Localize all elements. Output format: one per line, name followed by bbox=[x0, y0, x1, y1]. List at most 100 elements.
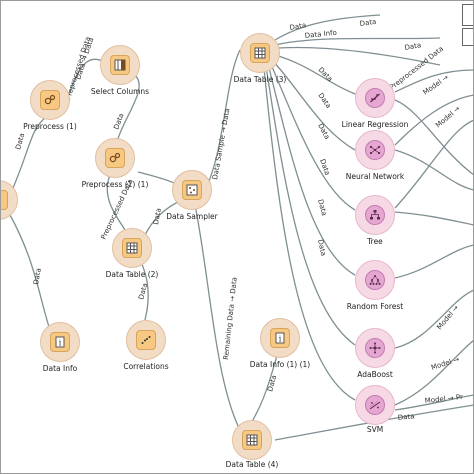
edge-label-model-2: Model → bbox=[434, 105, 462, 130]
node-label: Linear Regression bbox=[341, 120, 409, 129]
link-tree-up[interactable] bbox=[394, 119, 474, 209]
node-label: Preprocess (1) (1) bbox=[81, 180, 149, 189]
edge-label-data-8: Data bbox=[289, 21, 307, 32]
node-data-info-1-1[interactable]: i Data Info (1) (1) bbox=[240, 318, 320, 376]
edge-label-data-info: Data Info bbox=[304, 29, 337, 40]
node-neural-network[interactable]: Neural Network bbox=[335, 130, 415, 188]
adaboost-icon bbox=[365, 338, 385, 358]
node-halo bbox=[126, 320, 166, 360]
link-dt3-linreg[interactable] bbox=[274, 54, 359, 96]
edge-label-remaining: Remaining Data → Data bbox=[222, 277, 239, 361]
link-linreg-top[interactable] bbox=[394, 69, 474, 93]
link-rf-out[interactable] bbox=[394, 244, 474, 279]
node-adaboost[interactable]: AdaBoost bbox=[335, 328, 415, 386]
edge-label-model-4: Model → bbox=[430, 355, 460, 372]
edge-label-data-2: Data bbox=[112, 112, 125, 130]
node-preprocess-1[interactable]: Preprocess (1) bbox=[10, 80, 90, 138]
link-file-preprocess[interactable] bbox=[9, 117, 46, 196]
gears-icon bbox=[105, 148, 125, 168]
edge-label-data-5: Data bbox=[152, 207, 163, 225]
info-icon: i bbox=[50, 332, 70, 352]
link-dt3-preprocessed[interactable] bbox=[277, 46, 441, 66]
link-sampler-datatable3[interactable] bbox=[204, 49, 241, 191]
link-dt3-svm[interactable] bbox=[263, 67, 356, 401]
node-data-info[interactable]: i Data Info bbox=[20, 322, 100, 380]
link-dt4-right[interactable] bbox=[274, 404, 474, 441]
node-tree[interactable]: Tree bbox=[335, 195, 415, 253]
file-icon bbox=[0, 190, 8, 210]
node-correlations[interactable]: Correlations bbox=[106, 320, 186, 378]
link-linreg-out[interactable] bbox=[394, 99, 474, 176]
link-tree-out[interactable] bbox=[394, 211, 474, 226]
table-icon bbox=[122, 238, 142, 258]
link-dt3-topright[interactable] bbox=[274, 14, 381, 41]
node-label: Data Table (4) bbox=[225, 460, 279, 469]
linear-regression-icon bbox=[365, 88, 385, 108]
edge-label-data-17: Data bbox=[397, 412, 414, 422]
link-dt3-nn[interactable] bbox=[271, 59, 356, 151]
file-node-partial[interactable] bbox=[0, 180, 38, 238]
edge-label-data-9: Data bbox=[359, 18, 377, 28]
svm-icon bbox=[365, 395, 385, 415]
svg-text:i: i bbox=[59, 339, 62, 348]
node-label: Preprocess (1) bbox=[23, 122, 77, 131]
node-select-columns[interactable]: Select Columns bbox=[80, 45, 160, 103]
link-ada-out[interactable] bbox=[394, 289, 474, 349]
edge-label-model-1: Model → bbox=[422, 73, 451, 96]
top-right-partial-node[interactable] bbox=[462, 4, 474, 26]
link-dt3-info[interactable] bbox=[274, 37, 441, 46]
link-file-datainfo[interactable] bbox=[9, 214, 51, 331]
node-linear-regression[interactable]: Linear Regression bbox=[335, 78, 415, 136]
link-dt3-rf[interactable] bbox=[267, 63, 356, 276]
node-data-sampler[interactable]: Data Sampler bbox=[152, 170, 232, 228]
node-label: Data Table (2) bbox=[105, 270, 159, 279]
node-data-table-3[interactable]: Data Table (3) bbox=[220, 33, 300, 91]
node-preprocess-1-1[interactable]: Preprocess (1) (1) bbox=[75, 138, 155, 196]
node-label: Data Info (1) (1) bbox=[249, 360, 311, 369]
node-label: Data Table (3) bbox=[233, 75, 287, 84]
node-label: Tree bbox=[367, 237, 383, 246]
link-dt3-tree[interactable] bbox=[269, 61, 356, 211]
edge-label-data-12: Data bbox=[316, 92, 332, 110]
node-label: Neural Network bbox=[345, 172, 405, 181]
node-label: Select Columns bbox=[90, 87, 150, 96]
edge-label-model-3: Model → bbox=[435, 304, 460, 332]
link-nn-top[interactable] bbox=[394, 94, 474, 146]
node-label: Correlations bbox=[123, 362, 169, 371]
edge-label-data-16: Data bbox=[316, 239, 327, 257]
node-data-table-4[interactable]: Data Table (4) bbox=[212, 420, 292, 474]
link-nn-out[interactable] bbox=[394, 149, 474, 191]
random-forest-icon bbox=[365, 270, 385, 290]
link-dt3-ada[interactable] bbox=[265, 65, 356, 346]
link-svm-out[interactable] bbox=[394, 339, 474, 406]
node-svm[interactable]: SVM bbox=[335, 385, 415, 443]
node-halo bbox=[355, 260, 395, 300]
info-icon: i bbox=[270, 328, 290, 348]
select-columns-icon bbox=[110, 55, 130, 75]
sampler-icon bbox=[182, 180, 202, 200]
node-label: Data Info bbox=[42, 364, 78, 373]
link-sampler-datatable4[interactable] bbox=[194, 204, 241, 431]
node-label: SVM bbox=[366, 425, 384, 434]
edge-label-model-pr: Model → Pr bbox=[424, 393, 463, 405]
edge-label-data-4: Data bbox=[32, 267, 43, 285]
edge-label-data-10: Data bbox=[404, 41, 422, 52]
edge-label-data-7: Data bbox=[266, 374, 278, 392]
edge-label-data-15: Data bbox=[316, 198, 328, 216]
neural-network-icon bbox=[365, 140, 385, 160]
top-right-partial-node-2[interactable] bbox=[462, 28, 474, 46]
node-label: Random Forest bbox=[346, 302, 404, 311]
correlations-icon bbox=[136, 330, 156, 350]
node-label: Data Sampler bbox=[166, 212, 218, 221]
link-svm-pr[interactable] bbox=[394, 394, 474, 411]
node-label: AdaBoost bbox=[357, 370, 393, 379]
node-random-forest[interactable]: Random Forest bbox=[335, 260, 415, 318]
tree-icon bbox=[365, 205, 385, 225]
gears-icon bbox=[40, 90, 60, 110]
table-icon bbox=[250, 43, 270, 63]
table-icon bbox=[242, 430, 262, 450]
node-data-table-2[interactable]: Data Table (2) bbox=[92, 228, 172, 286]
svg-text:i: i bbox=[279, 335, 282, 344]
